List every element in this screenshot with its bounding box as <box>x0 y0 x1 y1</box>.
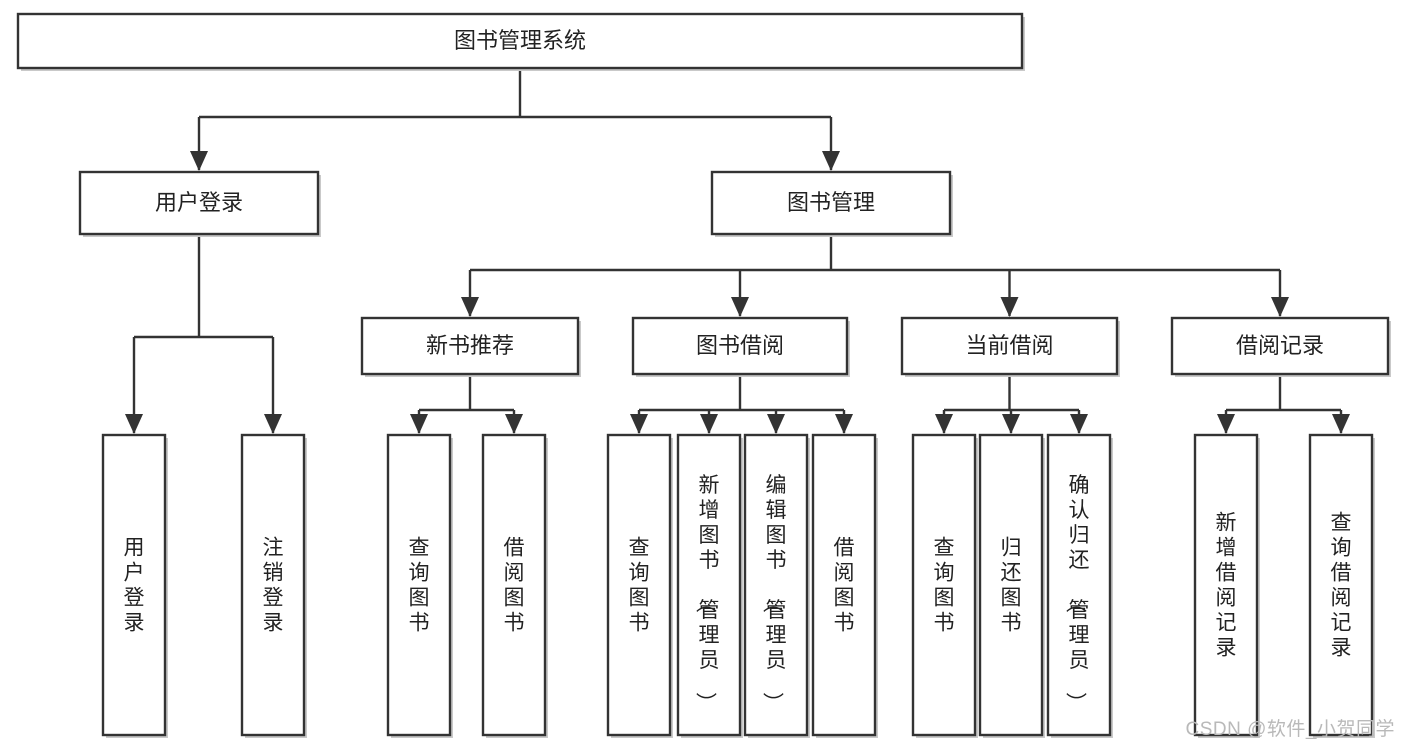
node-box[interactable] <box>606 433 672 737</box>
node-label: 用户登录 <box>155 190 243 215</box>
node-label: 归还图书 <box>1001 537 1022 635</box>
arrow-head-icon <box>461 297 479 317</box>
node-leaf-add-record[interactable]: 新增借阅记录 <box>1193 433 1260 738</box>
node-leaf-query-book[interactable]: 查询图书 <box>606 433 673 738</box>
node-box[interactable] <box>811 433 877 737</box>
node-leaf-borrow-book-rec[interactable]: 借阅图书 <box>481 433 548 738</box>
arrow-head-icon <box>630 414 648 434</box>
node-leaf-user-login[interactable]: 用户登录 <box>101 433 168 738</box>
node-label: 图书借阅 <box>696 333 784 358</box>
node-book-manage[interactable]: 图书管理 <box>710 170 953 237</box>
node-leaf-query-book-rec[interactable]: 查询图书 <box>386 433 453 738</box>
node-label: 图书管理 <box>787 190 875 215</box>
arrow-head-icon <box>125 414 143 434</box>
node-user-login[interactable]: 用户登录 <box>78 170 321 237</box>
node-label: 查询图书 <box>629 537 650 635</box>
node-box[interactable] <box>676 433 742 737</box>
node-label: 注销登录 <box>263 537 284 635</box>
arrow-head-icon <box>731 297 749 317</box>
node-box[interactable] <box>900 316 1119 376</box>
arrow-head-icon <box>700 414 718 434</box>
node-leaf-return-book[interactable]: 归还图书 <box>978 433 1045 738</box>
node-label: 借阅记录 <box>1236 333 1324 358</box>
arrow-head-icon <box>1217 414 1235 434</box>
node-box[interactable] <box>631 316 849 376</box>
node-label: 新增借阅记录 <box>1216 512 1237 660</box>
node-box[interactable] <box>1170 316 1390 376</box>
diagram-nodes: 图书管理系统用户登录图书管理新书推荐图书借阅当前借阅借阅记录用户登录注销登录查询… <box>16 12 1391 738</box>
node-current-borrow[interactable]: 当前借阅 <box>900 316 1120 377</box>
arrow-head-icon <box>1000 297 1019 317</box>
node-label: 当前借阅 <box>965 333 1053 358</box>
node-label: 图书管理系统 <box>454 28 586 53</box>
node-system-root[interactable]: 图书管理系统 <box>16 12 1025 71</box>
node-box[interactable] <box>386 433 452 737</box>
node-box[interactable] <box>101 433 167 737</box>
node-label: 借阅图书 <box>834 537 855 635</box>
node-leaf-borrow-book[interactable]: 借阅图书 <box>811 433 878 738</box>
node-box[interactable] <box>1046 433 1112 737</box>
arrow-head-icon <box>505 414 523 434</box>
arrow-head-icon <box>1271 297 1289 317</box>
node-box[interactable] <box>911 433 977 737</box>
node-box[interactable] <box>743 433 809 737</box>
node-label: 新书推荐 <box>426 333 514 358</box>
connector-edges <box>125 68 1350 434</box>
node-label: 确认归还（管理员） <box>1064 474 1090 713</box>
arrow-head-icon <box>1332 414 1350 434</box>
node-label: 编辑图书（管理员） <box>761 474 787 713</box>
arrow-head-icon <box>1002 414 1020 434</box>
node-leaf-logout[interactable]: 注销登录 <box>240 433 307 738</box>
node-box[interactable] <box>710 170 952 236</box>
node-box[interactable] <box>360 316 580 376</box>
arrow-head-icon <box>835 414 853 434</box>
arrow-head-icon <box>1070 414 1088 434</box>
arrow-head-icon <box>190 151 208 171</box>
node-borrow-record[interactable]: 借阅记录 <box>1170 316 1391 377</box>
node-box[interactable] <box>1193 433 1259 737</box>
arrow-head-icon <box>767 414 785 434</box>
node-label: 查询借阅记录 <box>1331 512 1352 660</box>
node-leaf-edit-book[interactable]: 编辑图书（管理员） <box>743 433 810 738</box>
node-box[interactable] <box>978 433 1044 737</box>
arrow-head-icon <box>935 414 953 434</box>
node-label: 用户登录 <box>124 537 145 635</box>
node-book-borrow[interactable]: 图书借阅 <box>631 316 850 377</box>
node-box[interactable] <box>481 433 547 737</box>
arrow-head-icon <box>264 414 282 434</box>
node-box[interactable] <box>240 433 306 737</box>
node-leaf-confirm-return[interactable]: 确认归还（管理员） <box>1046 433 1113 738</box>
node-leaf-query-book-cur[interactable]: 查询图书 <box>911 433 978 738</box>
node-leaf-query-record[interactable]: 查询借阅记录 <box>1308 433 1375 738</box>
arrow-head-icon <box>410 414 428 434</box>
node-label: 查询图书 <box>934 537 955 635</box>
node-box[interactable] <box>1308 433 1374 737</box>
arrow-head-icon <box>822 151 840 171</box>
node-new-book-rec[interactable]: 新书推荐 <box>360 316 581 377</box>
node-box[interactable] <box>78 170 320 236</box>
node-leaf-add-book[interactable]: 新增图书（管理员） <box>676 433 743 738</box>
node-box[interactable] <box>16 12 1024 70</box>
node-label: 新增图书（管理员） <box>694 474 720 713</box>
node-label: 借阅图书 <box>504 537 525 635</box>
node-label: 查询图书 <box>409 537 430 635</box>
